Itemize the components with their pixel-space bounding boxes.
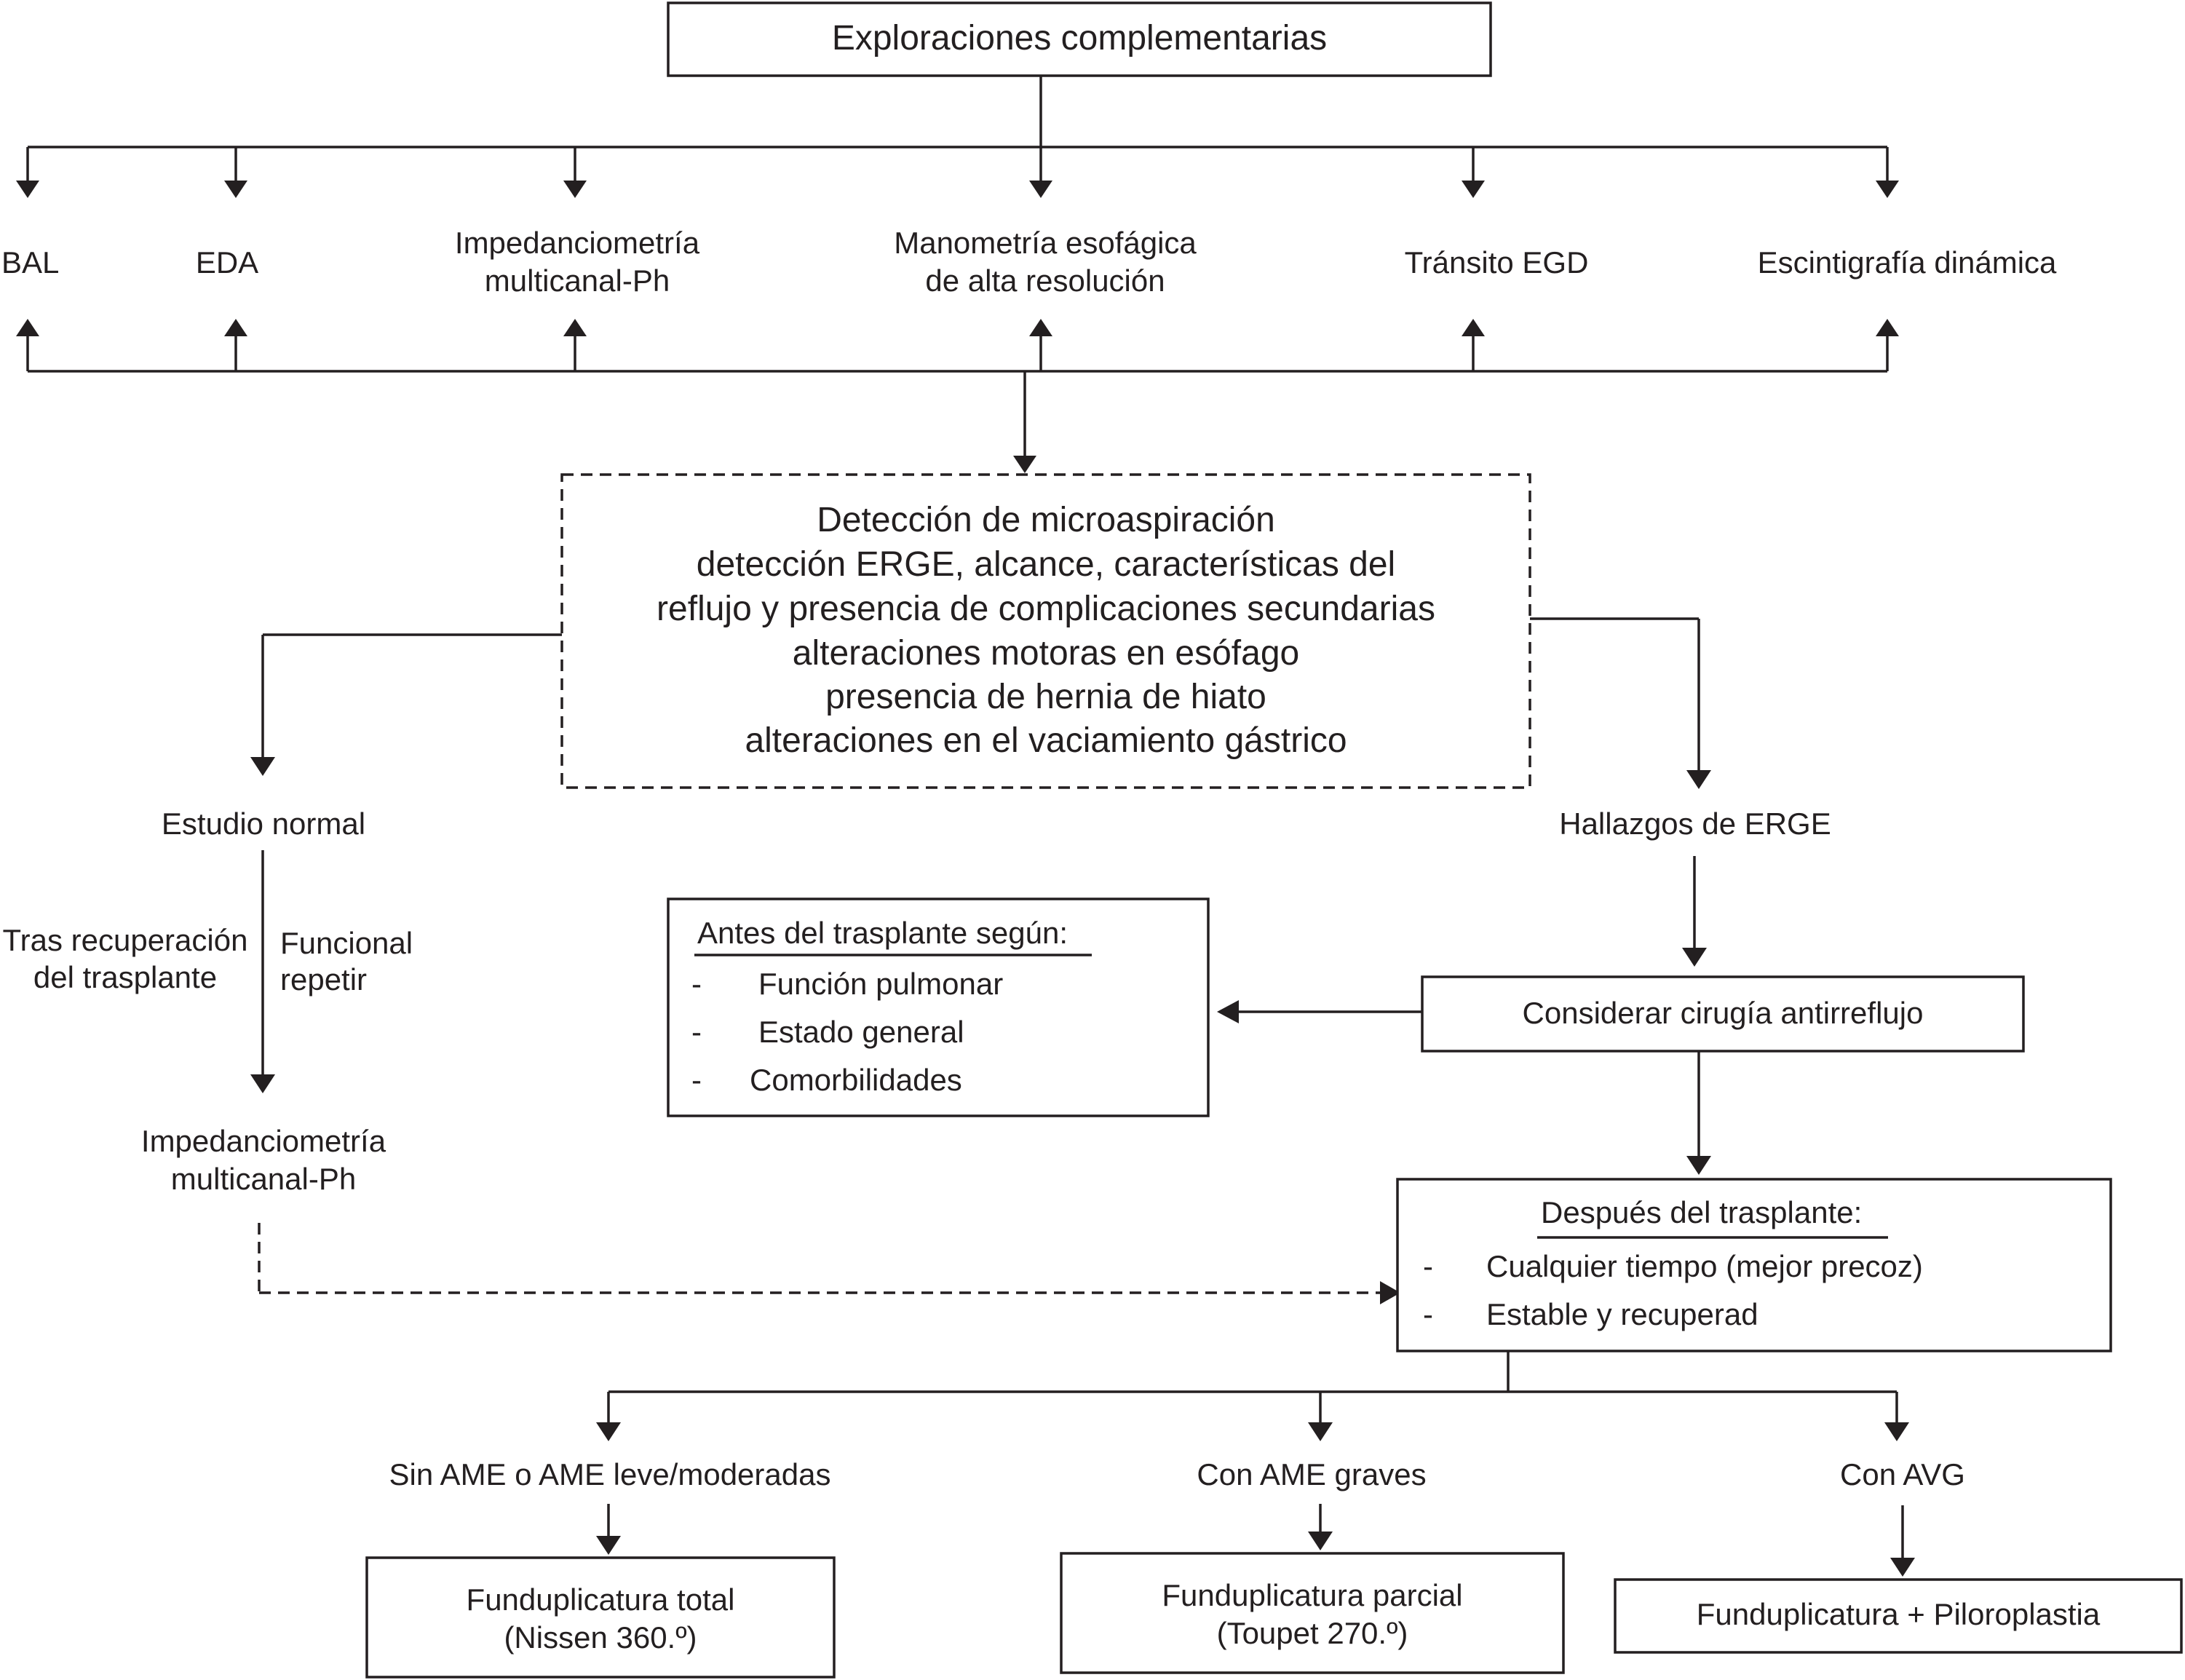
- outcome-1-arrow: [596, 1504, 621, 1555]
- exploration-bal: BAL: [1, 245, 59, 280]
- side-left-line2: del trasplante: [33, 960, 217, 994]
- before-item-2: Estado general: [758, 1015, 964, 1049]
- left-branch-connector: [250, 633, 562, 776]
- outcome-1-procedure-line2: (Nissen 360.º): [504, 1620, 697, 1655]
- outcome-2-procedure-line2: (Toupet 270.º): [1217, 1616, 1408, 1650]
- side-left-line1: Tras recuperación: [3, 923, 248, 957]
- detection-line-6: alteraciones en el vaciamiento gástrico: [745, 721, 1347, 760]
- detection-box: [560, 473, 1531, 789]
- detection-line-4: alteraciones motoras en esófago: [793, 634, 1299, 673]
- side-right-line1: Funcional: [280, 926, 413, 960]
- outcome-1-procedure-line1: Funduplicatura total: [467, 1582, 735, 1617]
- outcome-2-condition: Con AME graves: [1197, 1457, 1426, 1491]
- before-transplant-box: [667, 898, 1210, 1117]
- normal-to-impedance-connector: [250, 850, 275, 1093]
- bottom-connector: [16, 319, 1899, 473]
- exploration-escintigrafia: Escintigrafía dinámica: [1758, 245, 2057, 280]
- consider-to-after-connector: [1686, 1051, 1711, 1175]
- before-item-1: Función pulmonar: [758, 967, 1003, 1001]
- after-item-2: Estable y recuperad: [1486, 1297, 1758, 1331]
- before-bullet-3: -: [691, 1063, 702, 1097]
- outcome-3-procedure-line1: Funduplicatura + Piloroplastia: [1697, 1597, 2101, 1631]
- before-bullet-2: -: [691, 1015, 702, 1049]
- findings-to-consider-connector: [1682, 856, 1707, 967]
- outcomes-connector: [596, 1351, 1909, 1441]
- after-item-1: Cualquier tiempo (mejor precoz): [1486, 1249, 1923, 1283]
- before-item-3: Comorbilidades: [750, 1063, 962, 1097]
- after-transplant-box: [1396, 1178, 2112, 1352]
- exploration-transito: Tránsito EGD: [1405, 245, 1589, 280]
- outcome-2-arrow: [1308, 1504, 1333, 1550]
- outcome-3-arrow: [1890, 1505, 1915, 1577]
- right-branch-connector: [1530, 617, 1711, 789]
- findings-label: Hallazgos de ERGE: [1559, 807, 1831, 841]
- impedance-to-after-dashed-connector: [258, 1223, 1400, 1304]
- exploration-manometry-line2: de alta resolución: [925, 264, 1165, 298]
- outcome-2-procedure-line1: Funduplicatura parcial: [1162, 1578, 1462, 1612]
- detection-line-2: detección ERGE, alcance, características…: [697, 545, 1395, 584]
- study-normal-label: Estudio normal: [162, 807, 365, 841]
- outcome-1-box: [365, 1556, 836, 1679]
- top-box: [667, 1, 1492, 77]
- outcome-3-condition: Con AVG: [1840, 1457, 1965, 1491]
- top-connector: [16, 76, 1899, 198]
- before-transplant-title: Antes del trasplante según:: [697, 916, 1068, 950]
- left-impedance-line2: multicanal-Ph: [171, 1162, 356, 1196]
- before-bullet-1: -: [691, 967, 702, 1001]
- outcome-1-condition: Sin AME o AME leve/moderadas: [389, 1457, 831, 1491]
- side-right-line2: repetir: [280, 962, 367, 996]
- outcome-3-box: [1614, 1578, 2183, 1654]
- consider-label: Considerar cirugía antirreflujo: [1523, 996, 1924, 1030]
- outcome-2-box: [1060, 1552, 1565, 1674]
- detection-line-3: reflujo y presencia de complicaciones se…: [657, 590, 1435, 628]
- detection-line-1: Detección de microaspiración: [817, 501, 1275, 539]
- exploration-impedance-line1: Impedanciometría: [455, 226, 700, 260]
- after-bullet-1: -: [1423, 1249, 1433, 1283]
- top-box-title: Exploraciones complementarias: [832, 19, 1327, 58]
- left-impedance-line1: Impedanciometría: [141, 1124, 386, 1158]
- exploration-impedance-line2: multicanal-Ph: [485, 264, 670, 298]
- detection-line-5: presencia de hernia de hiato: [825, 678, 1266, 716]
- after-bullet-2: -: [1423, 1297, 1433, 1331]
- exploration-eda: EDA: [196, 245, 258, 280]
- exploration-manometry-line1: Manometría esofágica: [894, 226, 1197, 260]
- consider-to-before-connector: [1217, 1000, 1422, 1023]
- consider-box: [1421, 975, 2025, 1053]
- after-transplant-title: Después del trasplante:: [1541, 1195, 1862, 1229]
